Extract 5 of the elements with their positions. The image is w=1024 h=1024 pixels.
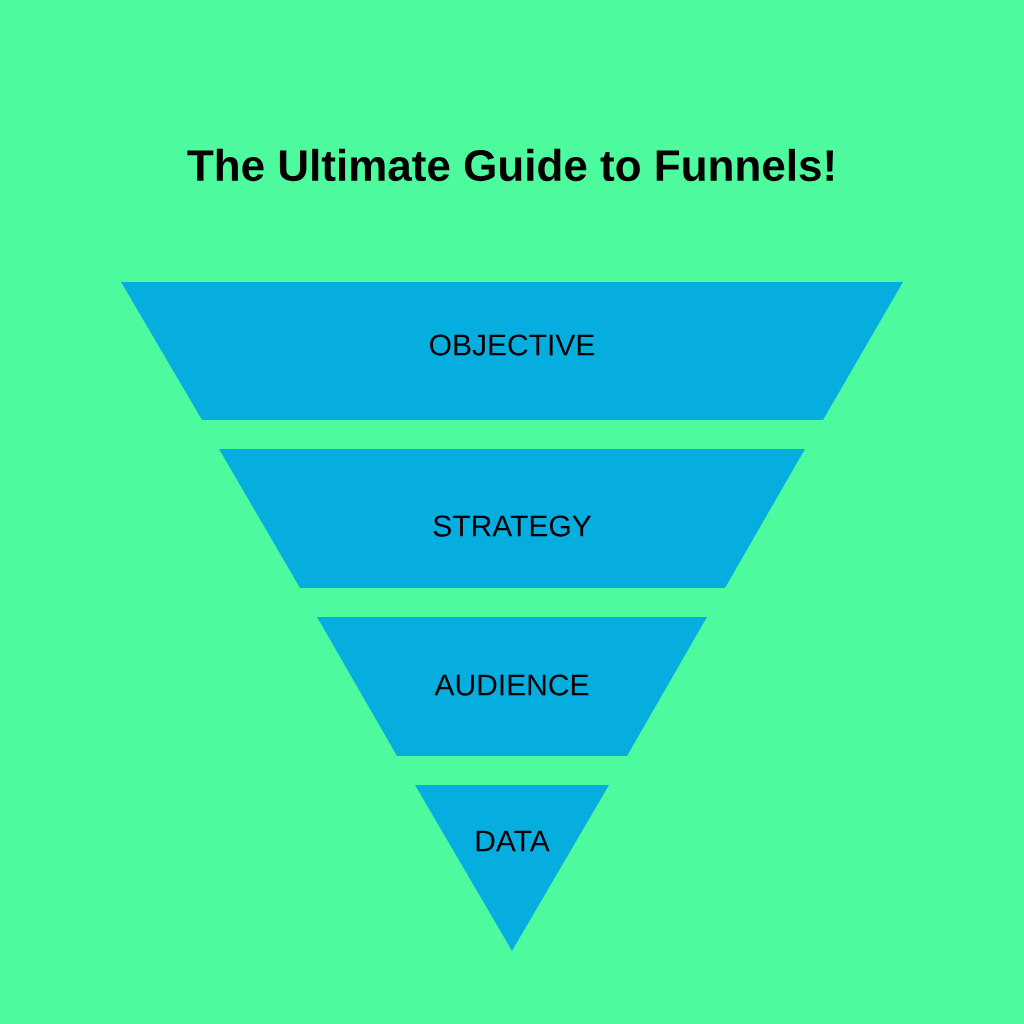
funnel-segment: DATA [415, 785, 609, 951]
funnel-segment: STRATEGY [219, 449, 805, 588]
funnel-segment: OBJECTIVE [121, 282, 903, 420]
title: The Ultimate Guide to Funnels! [187, 148, 833, 182]
funnel-segment: AUDIENCE [317, 617, 707, 756]
